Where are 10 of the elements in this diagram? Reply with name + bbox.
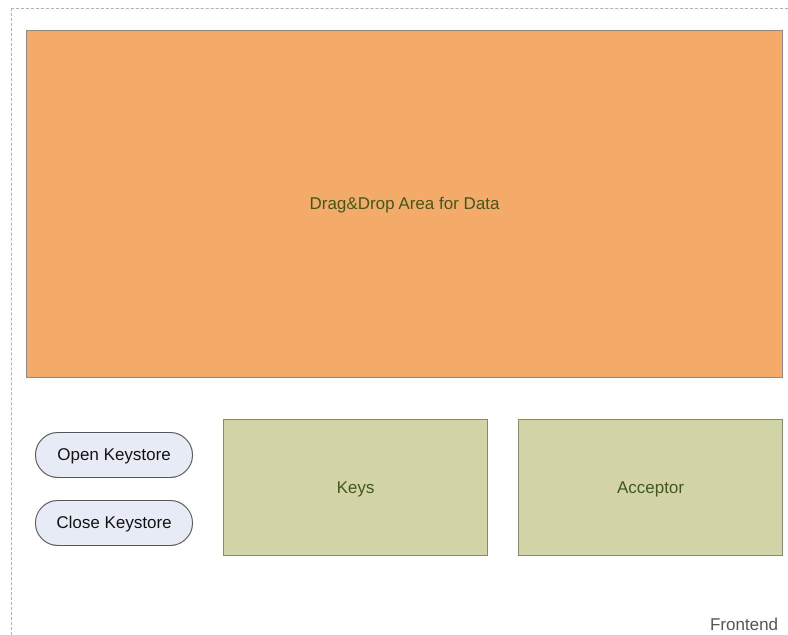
drop-area-label: Drag&Drop Area for Data — [310, 193, 500, 215]
dashed-frame — [11, 8, 788, 635]
panel-label: Keys — [336, 476, 374, 498]
panel — [223, 419, 488, 556]
pill-button: Close Keystore — [35, 500, 193, 546]
drop-area — [26, 30, 783, 378]
panel-label: Acceptor — [616, 476, 684, 498]
pill-button: Open Keystore — [35, 432, 193, 478]
frame-label: Frontend — [710, 615, 778, 635]
panel — [518, 419, 783, 556]
